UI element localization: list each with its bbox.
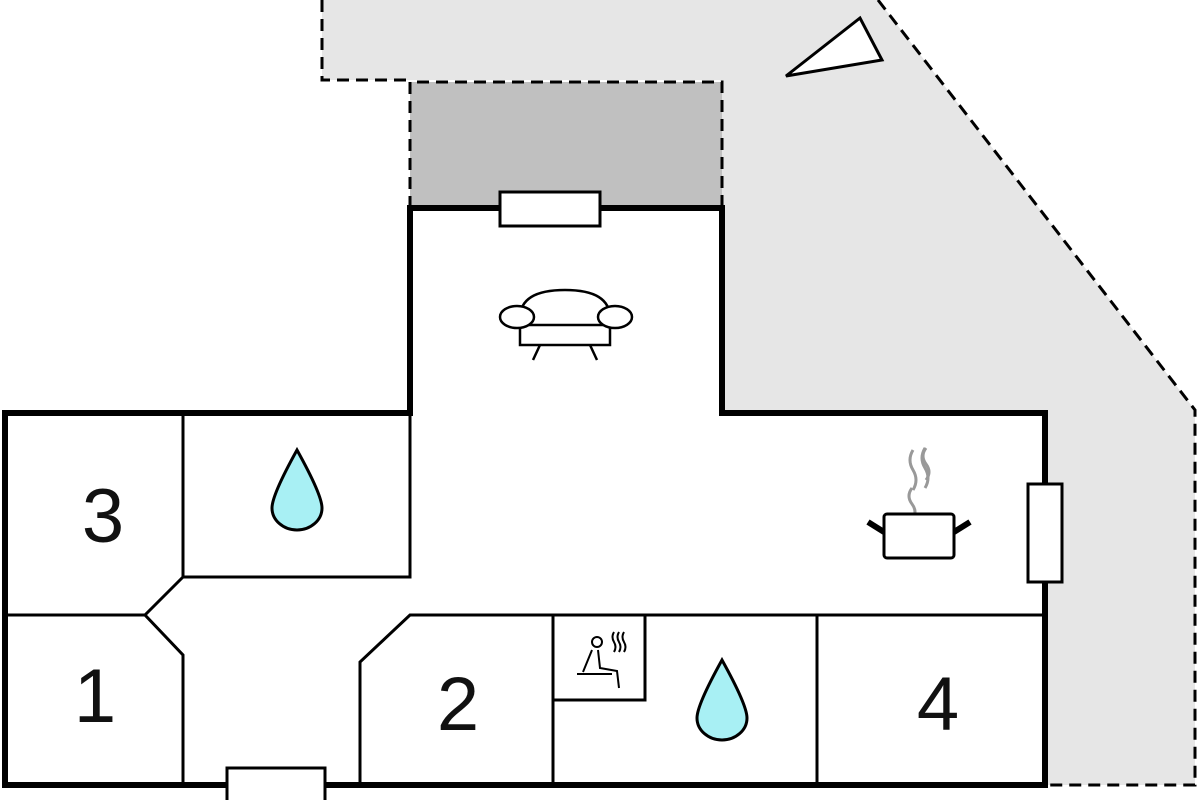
room-label-2: 2 bbox=[437, 662, 479, 747]
water-drop-icon bbox=[270, 446, 324, 532]
room-label-1: 1 bbox=[74, 654, 116, 739]
terrace-area bbox=[322, 0, 1195, 785]
window-icon bbox=[1026, 482, 1064, 584]
interior-walls bbox=[5, 413, 1045, 785]
room-label-3: 3 bbox=[82, 474, 124, 559]
water-drop-icon bbox=[695, 656, 749, 742]
house-outline bbox=[2, 205, 1048, 788]
sofa-icon bbox=[498, 288, 634, 361]
door-icon bbox=[225, 766, 327, 800]
covered-terrace-border bbox=[408, 80, 724, 208]
room-label-4: 4 bbox=[917, 662, 959, 747]
covered-terrace bbox=[410, 82, 722, 208]
cooking-pot-icon bbox=[866, 447, 972, 560]
terrace-dashed-border bbox=[320, 0, 410, 82]
window-icon bbox=[498, 190, 602, 228]
north-arrow-icon bbox=[785, 15, 885, 78]
sauna-icon bbox=[577, 631, 627, 689]
terrace-dashed-border-right bbox=[876, 0, 1197, 787]
